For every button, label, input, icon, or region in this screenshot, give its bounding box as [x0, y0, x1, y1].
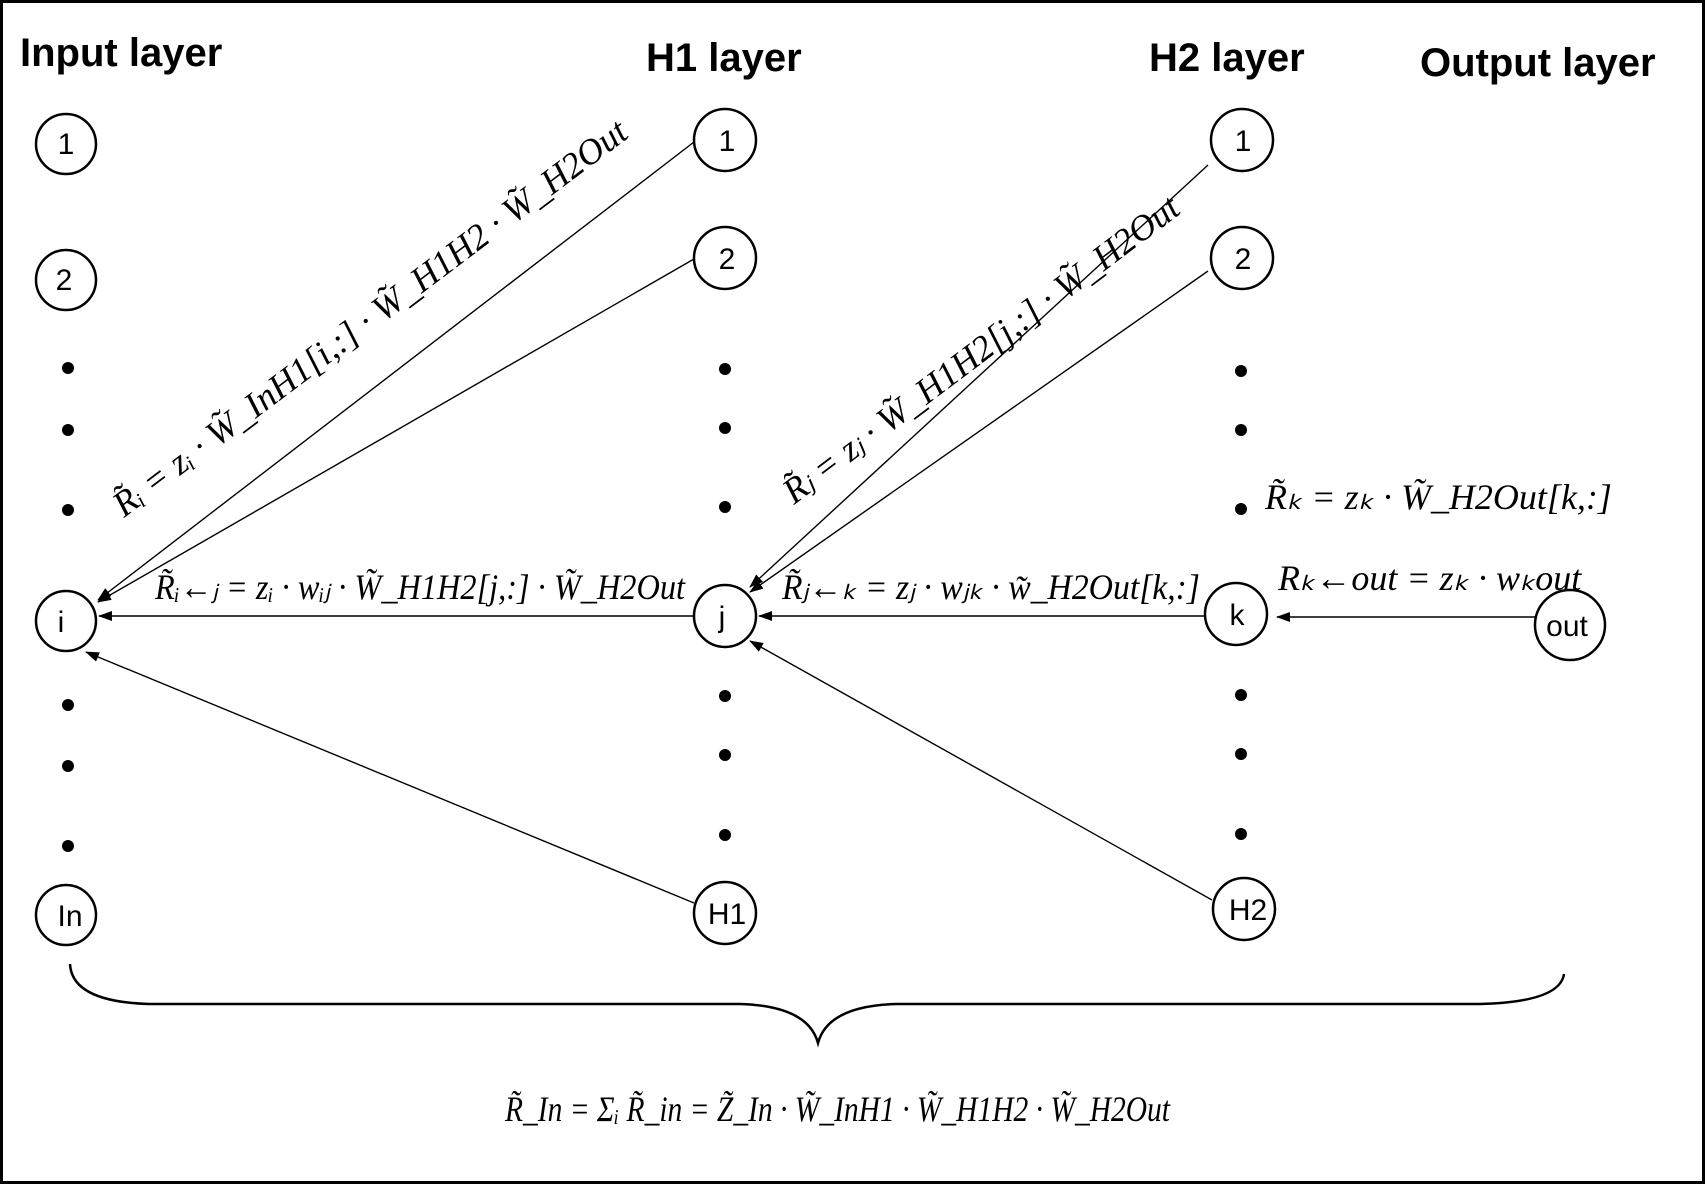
h1-node-1	[692, 107, 758, 173]
ellipsis-dot	[62, 504, 74, 516]
h2-layer: 1 2 k H2	[1203, 107, 1277, 942]
h2-node-1	[1209, 107, 1275, 173]
input-layer: 1 2 i In	[34, 112, 98, 947]
h1-node-j-label: j	[718, 601, 726, 634]
h1-node-1-label: 1	[719, 125, 736, 158]
ellipsis-dot	[719, 363, 731, 375]
ellipsis-dot	[1235, 828, 1247, 840]
h2-node-last-label: H2	[1229, 894, 1267, 927]
ellipsis-dot	[62, 840, 74, 852]
input-node-2-label: 2	[56, 264, 73, 297]
ellipsis-dot	[62, 760, 74, 772]
h2-node-2	[1209, 225, 1275, 291]
ellipsis-dot	[62, 362, 74, 374]
h1-layer-title: H1 layer	[646, 36, 802, 80]
ellipsis-dot	[62, 699, 74, 711]
h2-node-k	[1203, 581, 1269, 647]
input-node-2	[34, 248, 98, 312]
input-node-1-label: 1	[58, 128, 75, 161]
output-node-out-label: out	[1546, 610, 1588, 643]
ellipsis-dot	[719, 422, 731, 434]
formula-r-k-tilde: R̃ₖ = zₖ · W̃_H2Out[k,:]	[1264, 477, 1612, 517]
h1-node-last-label: H1	[708, 898, 746, 931]
output-layer-title: Output layer	[1420, 41, 1656, 85]
h1-node-last	[692, 880, 758, 946]
formula-r-k-from-out: Rₖ←out = zₖ · wₖout	[1277, 558, 1582, 598]
h1-layer: 1 2 j H1	[692, 107, 758, 946]
formula-r-i-tilde: R̃ᵢ = zᵢ · W̃_InH1[i,:] · W̃_H1H2 · W̃_H…	[104, 111, 636, 525]
h1-node-2-label: 2	[719, 243, 736, 276]
formula-r-j-tilde: R̃ⱼ = zⱼ · W̃_H1H2[j,:] · W̃_H2Out	[774, 186, 1188, 512]
ellipsis-dot	[1235, 503, 1247, 515]
h2-node-2-label: 2	[1235, 243, 1252, 276]
input-layer-title: Input layer	[20, 31, 222, 75]
ellipsis-dot	[719, 829, 731, 841]
h2-node-1-label: 1	[1235, 125, 1252, 158]
h2-node-last	[1211, 876, 1277, 942]
edges	[85, 141, 1535, 904]
edge-h1-last-to-i	[85, 651, 695, 904]
edge-h1-2-to-i	[97, 258, 695, 603]
ellipsis-dot	[1235, 424, 1247, 436]
input-node-i	[34, 589, 98, 653]
formula-r-in-total: R̃_In = Σᵢ R̃_in = Z̃_In · W̃_InH1 · W̃_…	[504, 1089, 1171, 1129]
edge-h1-1-to-i	[97, 141, 695, 601]
output-node-out	[1533, 588, 1607, 662]
ellipsis-dot	[719, 749, 731, 761]
ellipsis-dot	[1235, 365, 1247, 377]
summation-brace	[68, 963, 1566, 1048]
ellipsis-dot	[1235, 748, 1247, 760]
h1-node-j	[692, 583, 758, 649]
ellipsis-dot	[719, 690, 731, 702]
ellipsis-dot	[719, 501, 731, 513]
input-node-last	[34, 883, 98, 947]
ellipsis-dot	[1235, 689, 1247, 701]
formula-r-i-from-j: R̃ᵢ←ⱼ = zᵢ · wᵢⱼ · W̃_H1H2[j,:] · W̃_H2O…	[154, 567, 686, 607]
h2-node-k-label: k	[1230, 599, 1246, 632]
h2-layer-title: H2 layer	[1149, 36, 1305, 80]
ellipsis-dot	[62, 424, 74, 436]
edge-h2-1-to-j	[749, 164, 1209, 588]
input-node-1	[34, 112, 98, 176]
output-layer: out	[1533, 588, 1607, 662]
input-node-i-label: i	[58, 606, 65, 639]
input-node-last-label: In	[57, 900, 82, 933]
edge-h2-2-to-j	[749, 270, 1209, 593]
edge-h2-last-to-j	[749, 640, 1213, 901]
h1-node-2	[692, 225, 758, 291]
formula-r-j-from-k: R̃ⱼ←ₖ = zⱼ · wⱼₖ · w̃_H2Out[k,:]	[781, 567, 1200, 607]
